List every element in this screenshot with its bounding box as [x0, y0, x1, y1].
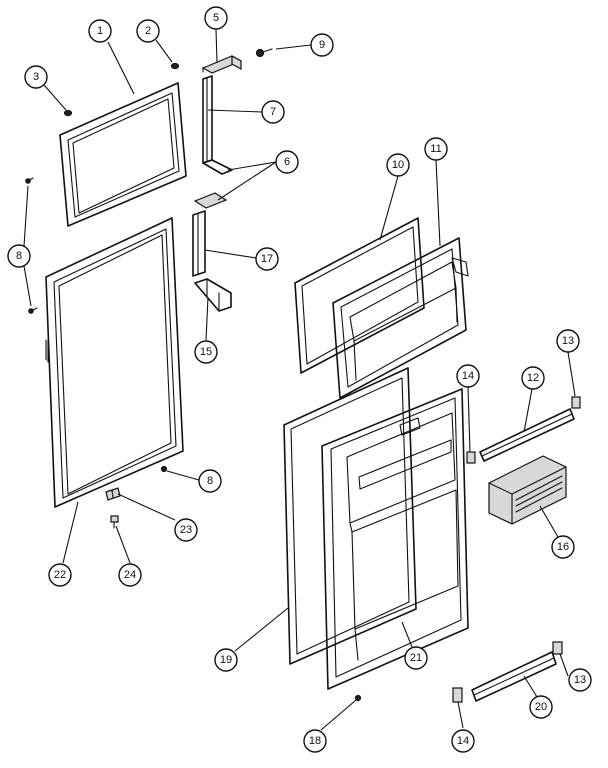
svg-text:19: 19 — [220, 654, 232, 666]
callout-16: 16 — [551, 535, 575, 559]
svg-text:6: 6 — [284, 156, 290, 168]
callout-14-lower: 14 — [451, 729, 475, 753]
callout-7: 7 — [261, 100, 285, 124]
svg-text:8: 8 — [207, 475, 213, 487]
part-24-hinge-pin — [110, 515, 119, 529]
part-17-lower-handle — [192, 210, 206, 277]
svg-text:11: 11 — [430, 143, 441, 155]
svg-text:24: 24 — [124, 569, 136, 581]
part-20-lower-shelf-bar — [471, 651, 557, 702]
part-23-bottom-hinge — [105, 487, 121, 501]
callout-6: 6 — [275, 150, 299, 174]
callout-9: 9 — [310, 33, 334, 57]
part-16-dairy-door — [488, 455, 567, 525]
part-21-fresh-food-liner — [321, 388, 469, 690]
callout-21: 21 — [404, 646, 428, 670]
part-9-screw — [255, 48, 273, 58]
part-15-lower-bracket — [194, 278, 232, 312]
callout-14-upper: 14 — [456, 364, 480, 388]
svg-text:12: 12 — [527, 372, 539, 384]
part-5-top-bracket — [201, 54, 243, 74]
svg-text:10: 10 — [392, 159, 404, 171]
callout-15: 15 — [194, 340, 218, 364]
callout-8-bottom: 8 — [198, 469, 222, 493]
callout-1: 1 — [88, 19, 112, 43]
callout-13-upper: 13 — [556, 329, 580, 353]
part-18-screw — [354, 694, 362, 702]
part-14-end-cap-upper — [466, 451, 476, 464]
svg-text:22: 22 — [54, 569, 66, 581]
part-12-shelf-bar — [479, 408, 575, 462]
part-13-end-cap-upper — [571, 396, 581, 409]
part-8-screw-upper — [25, 177, 34, 184]
svg-text:14: 14 — [462, 370, 474, 382]
part-11-freezer-liner — [332, 237, 469, 399]
part-10-freezer-gasket — [294, 217, 425, 374]
callout-19: 19 — [214, 648, 238, 672]
callout-20: 20 — [529, 695, 553, 719]
part-13-end-cap-lower — [552, 641, 563, 655]
callout-3: 3 — [24, 65, 48, 89]
svg-text:17: 17 — [261, 253, 273, 265]
svg-text:1: 1 — [97, 25, 103, 37]
part-6-handle-clip — [193, 192, 228, 209]
svg-text:8: 8 — [16, 250, 22, 262]
svg-text:7: 7 — [270, 106, 276, 118]
svg-text:20: 20 — [535, 701, 547, 713]
callout-11: 11 — [424, 137, 448, 161]
part-8-screw-bottom — [160, 465, 168, 473]
svg-text:9: 9 — [319, 39, 325, 51]
callout-10: 10 — [386, 153, 410, 177]
callout-2: 2 — [136, 19, 160, 43]
part-2-plug — [170, 62, 180, 70]
part-8-screw-lower — [28, 307, 38, 314]
callout-18: 18 — [303, 729, 327, 753]
part-22-fresh-food-door-frame — [45, 217, 184, 508]
callout-13-lower: 13 — [568, 668, 592, 692]
callout-12: 12 — [521, 366, 545, 390]
svg-text:21: 21 — [410, 652, 422, 664]
svg-text:15: 15 — [200, 346, 212, 358]
svg-text:2: 2 — [145, 25, 151, 37]
part-14-end-cap-lower — [452, 687, 463, 703]
svg-text:5: 5 — [213, 12, 219, 24]
svg-text:18: 18 — [309, 735, 321, 747]
callout-24: 24 — [118, 563, 142, 587]
callout-17: 17 — [255, 247, 279, 271]
svg-text:13: 13 — [574, 674, 586, 686]
callout-8-left: 8 — [7, 244, 31, 268]
svg-text:3: 3 — [33, 71, 39, 83]
part-7-upper-handle — [202, 75, 233, 175]
part-3-plug — [63, 109, 73, 117]
leader-lines — [23, 28, 576, 731]
part-1-freezer-door-frame — [59, 82, 187, 227]
part-19-fresh-food-gasket — [283, 367, 417, 665]
callout-22: 22 — [48, 563, 72, 587]
callout-5: 5 — [204, 6, 228, 30]
svg-text:14: 14 — [457, 735, 469, 747]
svg-text:23: 23 — [180, 524, 192, 536]
svg-text:13: 13 — [562, 335, 574, 347]
callout-23: 23 — [174, 518, 198, 542]
svg-text:16: 16 — [557, 541, 569, 553]
